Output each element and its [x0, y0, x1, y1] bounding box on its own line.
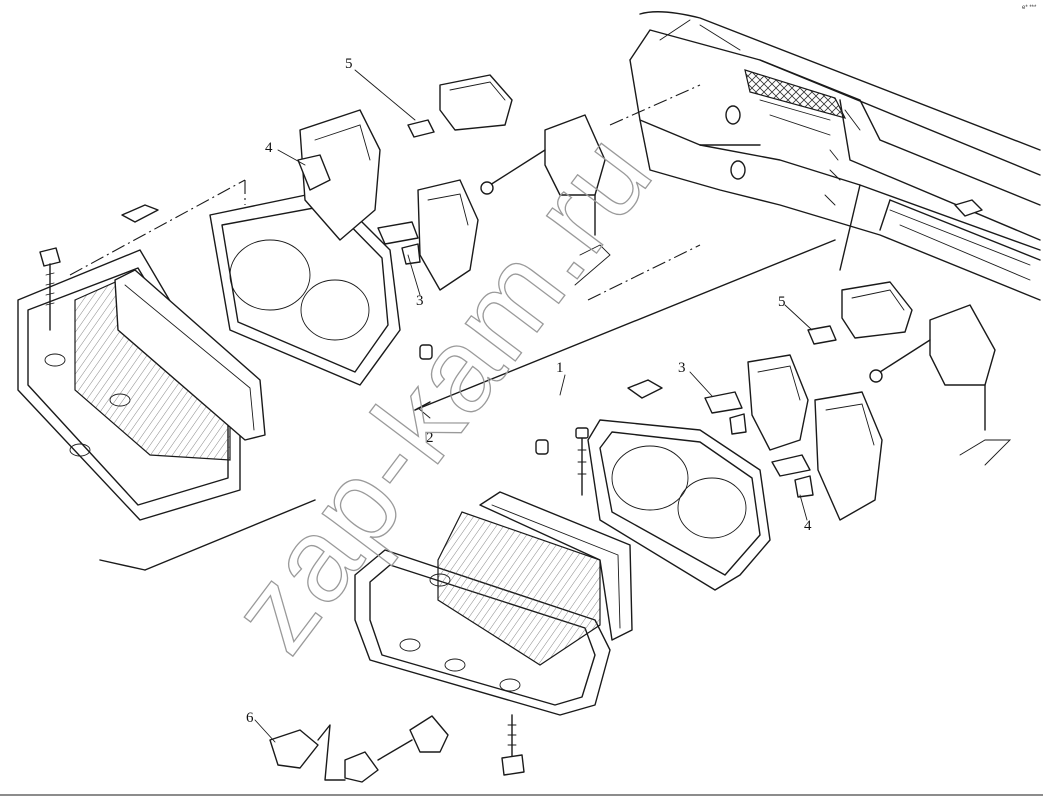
callout-5-right: 5: [778, 294, 786, 310]
corner-mark: e* ***: [1022, 5, 1037, 11]
right-rear-cover: [747, 354, 809, 451]
right-bulb-4: [771, 454, 814, 498]
right-levelling-motor: [869, 304, 1012, 466]
right-bulb-3: [704, 391, 747, 435]
callout-3-right: 3: [678, 360, 686, 376]
right-bezel-screw: [501, 714, 525, 776]
side-marker-socket: [409, 715, 449, 753]
left-headlamp-housing: [209, 174, 401, 386]
right-connector-5: [807, 325, 837, 345]
left-relay-block: [439, 74, 513, 131]
left-bulb-4: [297, 154, 331, 191]
right-gasket: [479, 491, 633, 641]
left-headlamp-assembly: [17, 74, 611, 521]
side-marker-connector-6: [269, 729, 319, 769]
left-bezel-screw: [39, 247, 61, 331]
callout-labels: 5 4 3 2 1 5 3 4 6: [246, 56, 812, 726]
right-clip: [627, 379, 663, 399]
side-marker-bulb: [344, 751, 379, 783]
callout-leaders: [254, 69, 813, 743]
left-connector-5: [407, 119, 435, 138]
right-headlamp-housing: [587, 419, 771, 591]
right-small-cap: [535, 439, 549, 455]
left-bulb-3: [377, 221, 421, 265]
right-relay-block: [841, 281, 913, 339]
side-marker-lamp-parts: [269, 715, 449, 783]
left-bulb-socket: [417, 179, 479, 291]
left-clip: [121, 204, 159, 223]
right-headlamp-assembly: [354, 281, 1012, 776]
callout-1: 1: [556, 360, 564, 376]
callout-3-left: 3: [416, 293, 424, 309]
left-gasket: [114, 269, 266, 441]
assembly-leader-lines: [69, 84, 836, 571]
callout-4-right: 4: [804, 518, 812, 534]
left-small-cap: [419, 344, 433, 360]
right-bulb-socket: [814, 391, 883, 521]
right-lens: [437, 511, 601, 666]
left-levelling-motor: [480, 114, 611, 286]
callout-5-left: 5: [345, 56, 353, 72]
left-rear-cover: [299, 109, 381, 241]
callout-2: 2: [426, 430, 434, 446]
callout-4-left: 4: [265, 140, 273, 156]
callout-6: 6: [246, 710, 254, 726]
vehicle-front-body: [629, 11, 1041, 301]
right-adjuster-screw: [575, 427, 589, 496]
